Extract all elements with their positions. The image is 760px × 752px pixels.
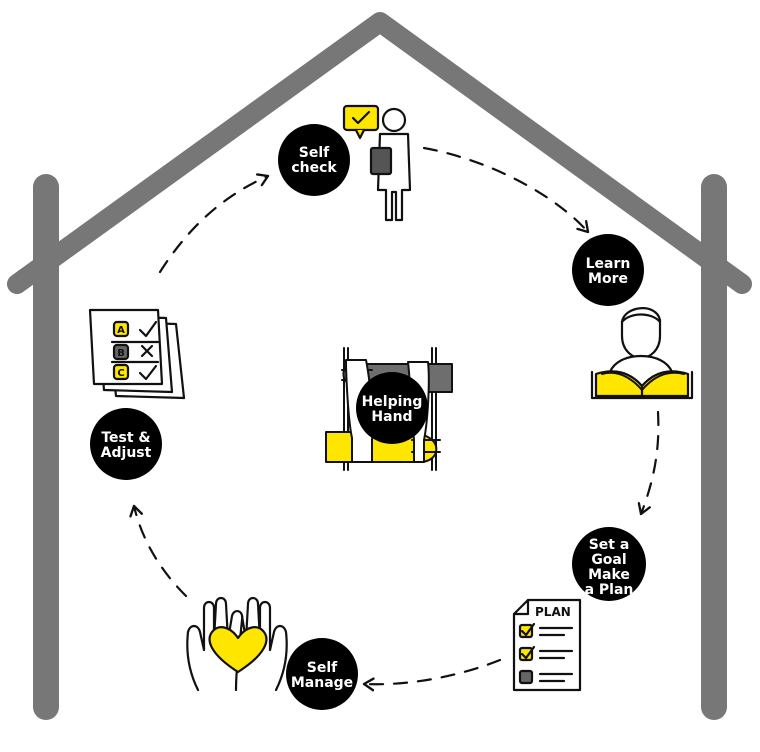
quiz-sheet-icon: A B C bbox=[88, 308, 186, 400]
hands-holding-heart-icon bbox=[186, 596, 288, 692]
house-roof bbox=[7, 12, 752, 294]
center-label-line: Hand bbox=[371, 409, 412, 425]
person-with-clipboard-icon bbox=[342, 104, 412, 222]
arrow-test-adjust-to-self-check bbox=[158, 173, 270, 274]
step-label-line: Goal bbox=[591, 552, 626, 568]
quiz-option-b: B bbox=[117, 348, 125, 359]
step-badge-set-a-goal: Set a Goal Make a Plan bbox=[572, 527, 646, 601]
step-label-line: a Plan bbox=[585, 582, 634, 598]
step-label-line: check bbox=[291, 160, 337, 176]
arrow-self-manage-to-test-adjust bbox=[129, 504, 188, 598]
house-outline bbox=[7, 12, 752, 720]
step-badge-self-manage: Self Manage bbox=[286, 638, 358, 710]
step-label-line: Make bbox=[588, 567, 630, 583]
step-label-line: More bbox=[588, 271, 628, 287]
step-badge-self-check: Self check bbox=[278, 124, 350, 196]
center-label-line: Helping bbox=[362, 394, 423, 410]
person-reading-book-icon bbox=[590, 307, 694, 400]
arrow-self-check-to-learn-more bbox=[422, 146, 590, 234]
quiz-option-a: A bbox=[117, 325, 125, 336]
step-badge-test-adjust: Test & Adjust bbox=[90, 408, 162, 480]
step-label-line: Manage bbox=[291, 675, 353, 691]
quiz-option-c: C bbox=[117, 368, 124, 379]
arrow-learn-more-to-set-goal bbox=[637, 410, 660, 516]
plan-checklist-icon: PLAN bbox=[512, 598, 582, 692]
cycle-arrows bbox=[129, 146, 660, 692]
step-label-line: Learn bbox=[586, 256, 631, 272]
step-label-line: Self bbox=[307, 660, 338, 676]
step-label-line: Adjust bbox=[101, 445, 152, 461]
step-label-line: Self bbox=[299, 145, 330, 161]
center-badge-helping-hand: Helping Hand bbox=[356, 372, 428, 444]
plan-doc-title: PLAN bbox=[535, 605, 571, 619]
arrow-set-goal-to-self-manage bbox=[362, 658, 502, 692]
step-badge-learn-more: Learn More bbox=[572, 234, 644, 306]
step-label-line: Set a bbox=[589, 537, 630, 553]
step-label-line: Test & bbox=[101, 430, 150, 446]
